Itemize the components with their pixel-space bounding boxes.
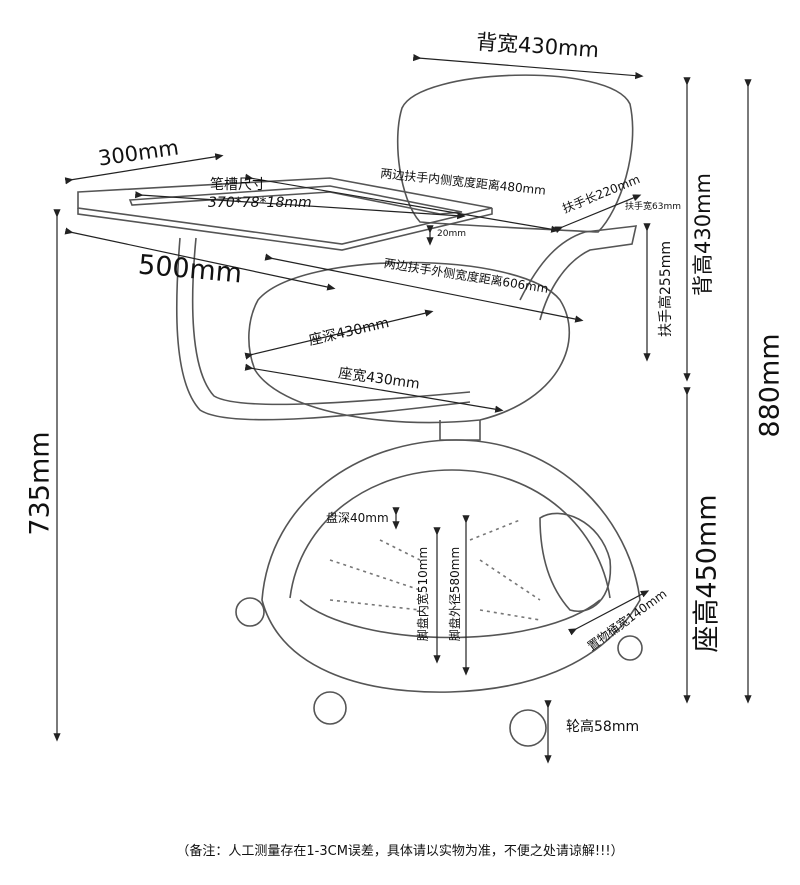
tablet-thickness-label: 20mm bbox=[437, 229, 466, 239]
wheel bbox=[617, 635, 643, 661]
armrest bbox=[519, 225, 638, 321]
wheel bbox=[509, 709, 547, 747]
base-inner-width-label: 脚盘内宽510mm bbox=[416, 546, 431, 642]
pen-slot-size: 370*78*18mm bbox=[208, 195, 312, 211]
pen-slot-title: 笔槽尺寸 bbox=[210, 177, 266, 193]
total-height-label: 880mm bbox=[754, 333, 786, 438]
tablet-height-label: 735mm bbox=[24, 431, 56, 536]
armrest-width-label: 扶手宽63mm bbox=[625, 202, 681, 212]
back-height-label: 背高430mm bbox=[691, 173, 715, 296]
tray-depth-label: 盘深40mm bbox=[326, 511, 389, 525]
armrest-height-label: 扶手高255mm bbox=[658, 241, 674, 337]
seat-height-label: 座高450mm bbox=[691, 494, 723, 653]
wheel bbox=[235, 597, 265, 627]
footnote: （备注：人工测量存在1-3CM误差，具体请以实物为准，不便之处请谅解!!!） bbox=[176, 844, 624, 859]
base bbox=[261, 439, 641, 693]
wheel bbox=[313, 691, 347, 725]
wheel-height-label: 轮高58mm bbox=[566, 719, 640, 735]
backrest bbox=[396, 74, 634, 233]
base-outer-diameter-label: 脚盘外径580mm bbox=[448, 546, 463, 642]
